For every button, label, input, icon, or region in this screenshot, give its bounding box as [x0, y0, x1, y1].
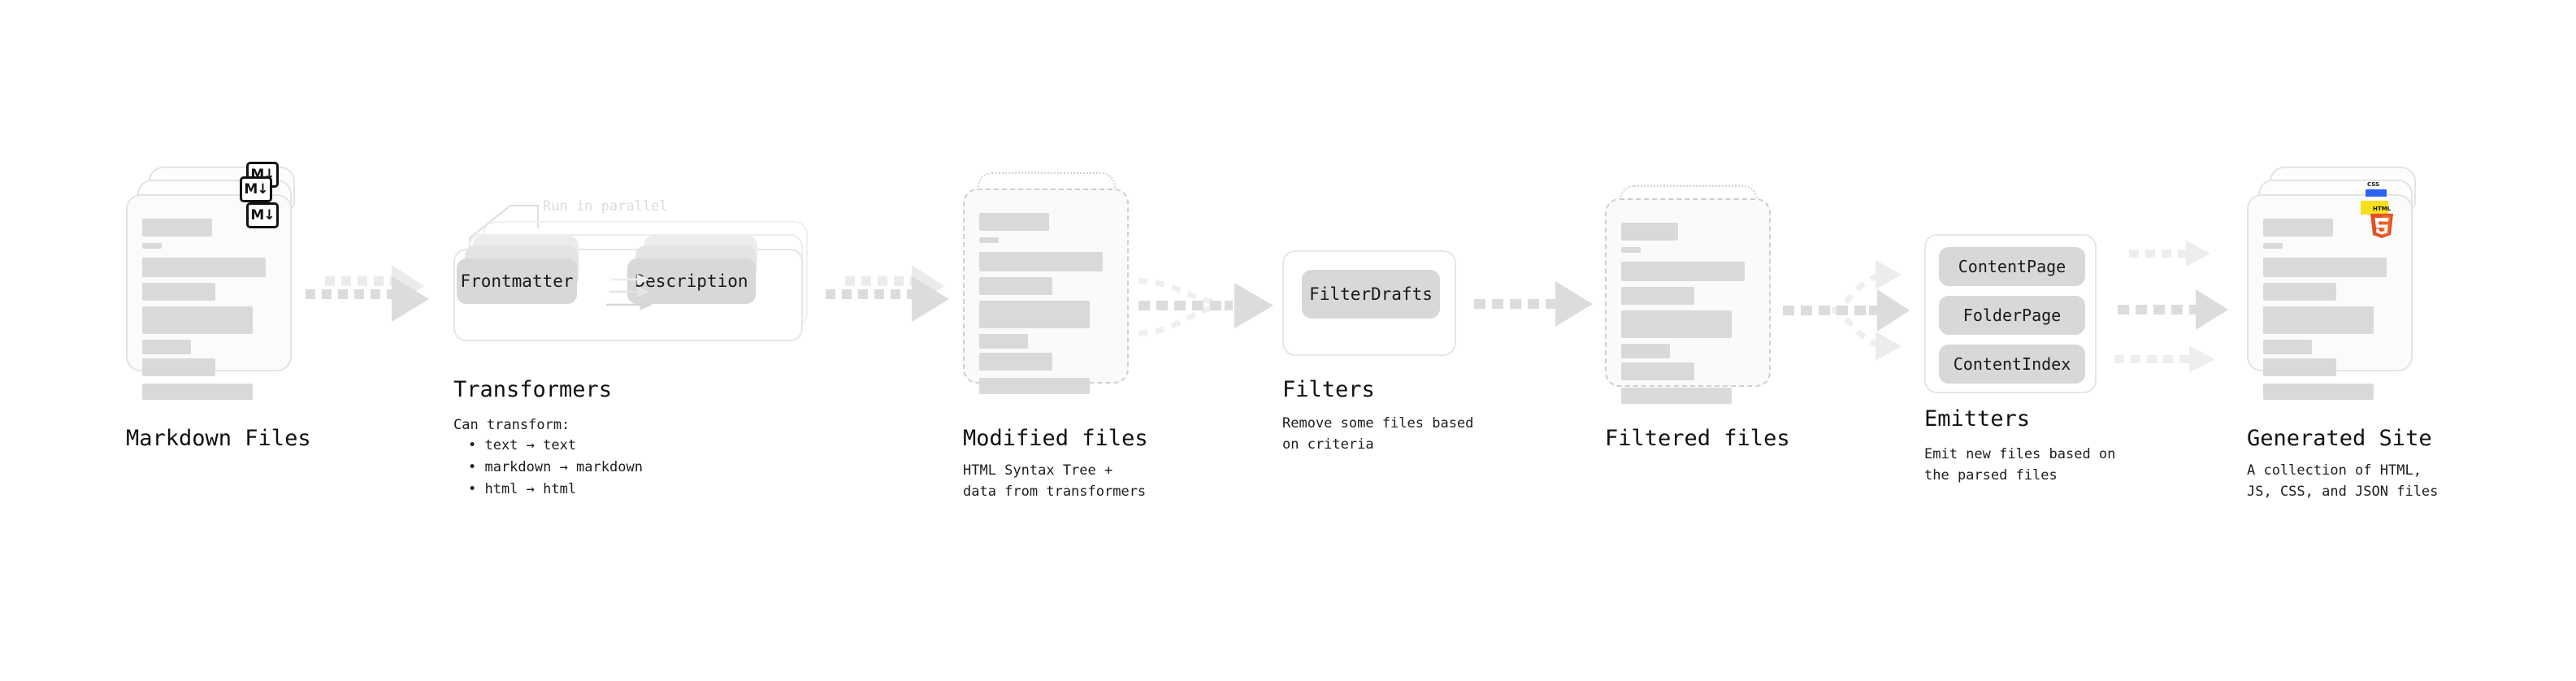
- filter-chip-filterdrafts[interactable]: FilterDrafts: [1302, 270, 1440, 319]
- css-icon: [2366, 189, 2387, 197]
- skeleton-line: [1621, 388, 1732, 404]
- emitters-caption: Emit new files based on the parsed files: [1924, 446, 2116, 484]
- markdown-icon-label: M↓: [244, 180, 268, 197]
- skeleton-line: [1621, 344, 1670, 358]
- emitters-title: Emitters: [1924, 406, 2031, 432]
- skeleton-line: [1621, 310, 1732, 338]
- filters-title: Filters: [1282, 377, 1375, 402]
- skeleton-line: [979, 378, 1090, 394]
- skeleton-line: [979, 213, 1049, 231]
- connector-filters-to-filtered: [1474, 281, 1593, 327]
- skeleton-line: [2263, 358, 2336, 376]
- connector-transformers-to-modified: [826, 265, 949, 322]
- skeleton-line: [142, 306, 253, 334]
- skeleton-line: [2263, 258, 2387, 277]
- skeleton-line: [2263, 243, 2283, 249]
- skeleton-line: [2263, 384, 2374, 400]
- skeleton-line: [979, 277, 1052, 295]
- generated-site-caption: A collection of HTML, JS, CSS, and JSON …: [2247, 462, 2439, 501]
- connector-emitters-to-site: [2114, 241, 2228, 372]
- css-icon-label: CSS: [2367, 181, 2380, 188]
- html5-icon: HTML: [2368, 204, 2396, 238]
- transformers-bullet-2: • html → html: [468, 481, 577, 497]
- skeleton-line: [142, 258, 266, 277]
- transformer-chip-label: Frontmatter: [460, 271, 574, 291]
- emitter-chip-label: FolderPage: [1962, 306, 2062, 325]
- skeleton-line: [1621, 362, 1694, 380]
- markdown-icon-label: M↓: [250, 206, 275, 223]
- connector-frontmatter-to-description: [606, 274, 653, 310]
- transformer-chip-description[interactable]: Description: [627, 258, 756, 304]
- markdown-card-front: [126, 194, 292, 400]
- filter-chip-label: FilterDrafts: [1309, 284, 1433, 304]
- transformers-bullet-1: • markdown → markdown: [468, 459, 643, 475]
- skeleton-line: [142, 384, 253, 400]
- filtered-card-front: [1605, 198, 1771, 404]
- skeleton-line: [1621, 262, 1745, 281]
- modified-files-caption: HTML Syntax Tree + data from transformer…: [963, 462, 1147, 501]
- skeleton-line: [142, 358, 215, 376]
- emitter-chip-folderpage[interactable]: FolderPage: [1939, 296, 2085, 335]
- skeleton-line: [2263, 340, 2312, 354]
- js-icon: [2361, 201, 2388, 215]
- modified-card-front: [963, 189, 1129, 394]
- emitter-chip-label: ContentIndex: [1953, 354, 2071, 374]
- skeleton-line: [142, 219, 212, 236]
- connector-markdown-to-transformers: [306, 265, 429, 322]
- html5-icon-svg: HTML: [2370, 206, 2393, 238]
- connector-modified-to-filters: [1138, 278, 1273, 336]
- markdown-icon: M↓: [240, 176, 272, 202]
- skeleton-line: [142, 283, 215, 301]
- transformer-chip-frontmatter[interactable]: Frontmatter: [457, 258, 577, 304]
- skeleton-line: [2263, 306, 2374, 334]
- filters-box: FilterDrafts: [1282, 250, 1456, 356]
- skeleton-line: [142, 243, 162, 249]
- markdown-icon: M↓: [246, 202, 279, 228]
- modified-files-title: Modified files: [963, 426, 1148, 451]
- transformers-caption-heading: Can transform:: [453, 417, 570, 433]
- svg-text:HTML: HTML: [2373, 206, 2392, 212]
- filtered-files-title: Filtered files: [1605, 426, 1790, 451]
- generated-site-title: Generated Site: [2247, 426, 2432, 451]
- transformer-chip-label: Description: [635, 271, 748, 291]
- skeleton-line: [979, 334, 1028, 349]
- markdown-files-title: Markdown Files: [126, 426, 311, 451]
- emitters-box: ContentPage FolderPage ContentIndex: [1924, 234, 2097, 393]
- skeleton-line: [1621, 223, 1678, 241]
- skeleton-line: [979, 301, 1090, 328]
- filters-caption: Remove some files based on criteria: [1282, 415, 1474, 453]
- run-in-parallel-label: Run in parallel: [543, 198, 668, 215]
- skeleton-line: [1621, 287, 1694, 305]
- connector-filtered-to-emitters: [1783, 260, 1910, 361]
- skeleton-line: [979, 252, 1103, 271]
- transformer-box-front: Frontmatter Description: [453, 236, 803, 341]
- skeleton-line: [979, 353, 1052, 371]
- transformers-title: Transformers: [453, 377, 613, 402]
- skeleton-line: [2263, 219, 2333, 236]
- emitter-chip-label: ContentPage: [1958, 257, 2066, 276]
- skeleton-line: [142, 340, 191, 354]
- skeleton-line: [2263, 283, 2336, 301]
- skeleton-line: [979, 237, 999, 243]
- transformers-bullet-0: • text → text: [468, 437, 577, 453]
- emitter-chip-contentindex[interactable]: ContentIndex: [1939, 345, 2085, 384]
- emitter-chip-contentpage[interactable]: ContentPage: [1939, 247, 2085, 286]
- skeleton-line: [1621, 247, 1641, 253]
